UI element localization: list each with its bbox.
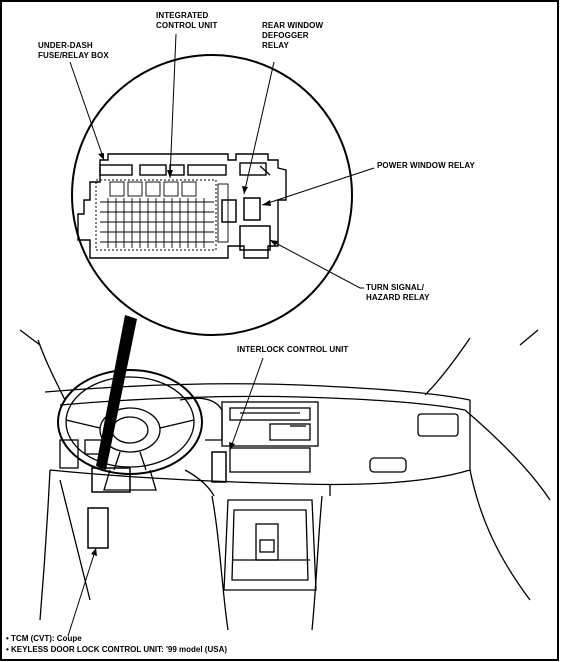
turn-signal-hazard-relay [239,225,271,251]
magnified-fuse-box-circle [71,54,353,336]
integrated-control-unit-label: INTEGRATED CONTROL UNIT [156,11,218,30]
under-dash-fuse-relay-box-label: UNDER-DASH FUSE/RELAY BOX [38,41,109,60]
turn-signal-hazard-relay-label: TURN SIGNAL/ HAZARD RELAY [366,283,430,302]
rear-window-defogger-relay-label: REAR WINDOW DEFOGGER RELAY [262,21,324,50]
power-window-relay [243,197,261,221]
arrowheads [91,153,278,556]
fuse-relay-box-outline [77,153,287,259]
footnote-keyless-door-lock: • KEYLESS DOOR LOCK CONTROL UNIT: '99 mo… [6,645,228,654]
power-window-relay-label: POWER WINDOW RELAY [377,161,475,170]
leader-lines [67,33,375,637]
zoom-connector [96,315,137,470]
interlock-control-unit-label: INTERLOCK CONTROL UNIT [237,345,349,354]
dashboard-drawing [19,329,551,631]
fuse-grid [100,181,229,248]
integrated-control-unit-region [95,179,217,251]
footnote-tcm: • TCM (CVT): Coupe [6,634,82,643]
rear-window-defogger-relay [221,199,237,223]
